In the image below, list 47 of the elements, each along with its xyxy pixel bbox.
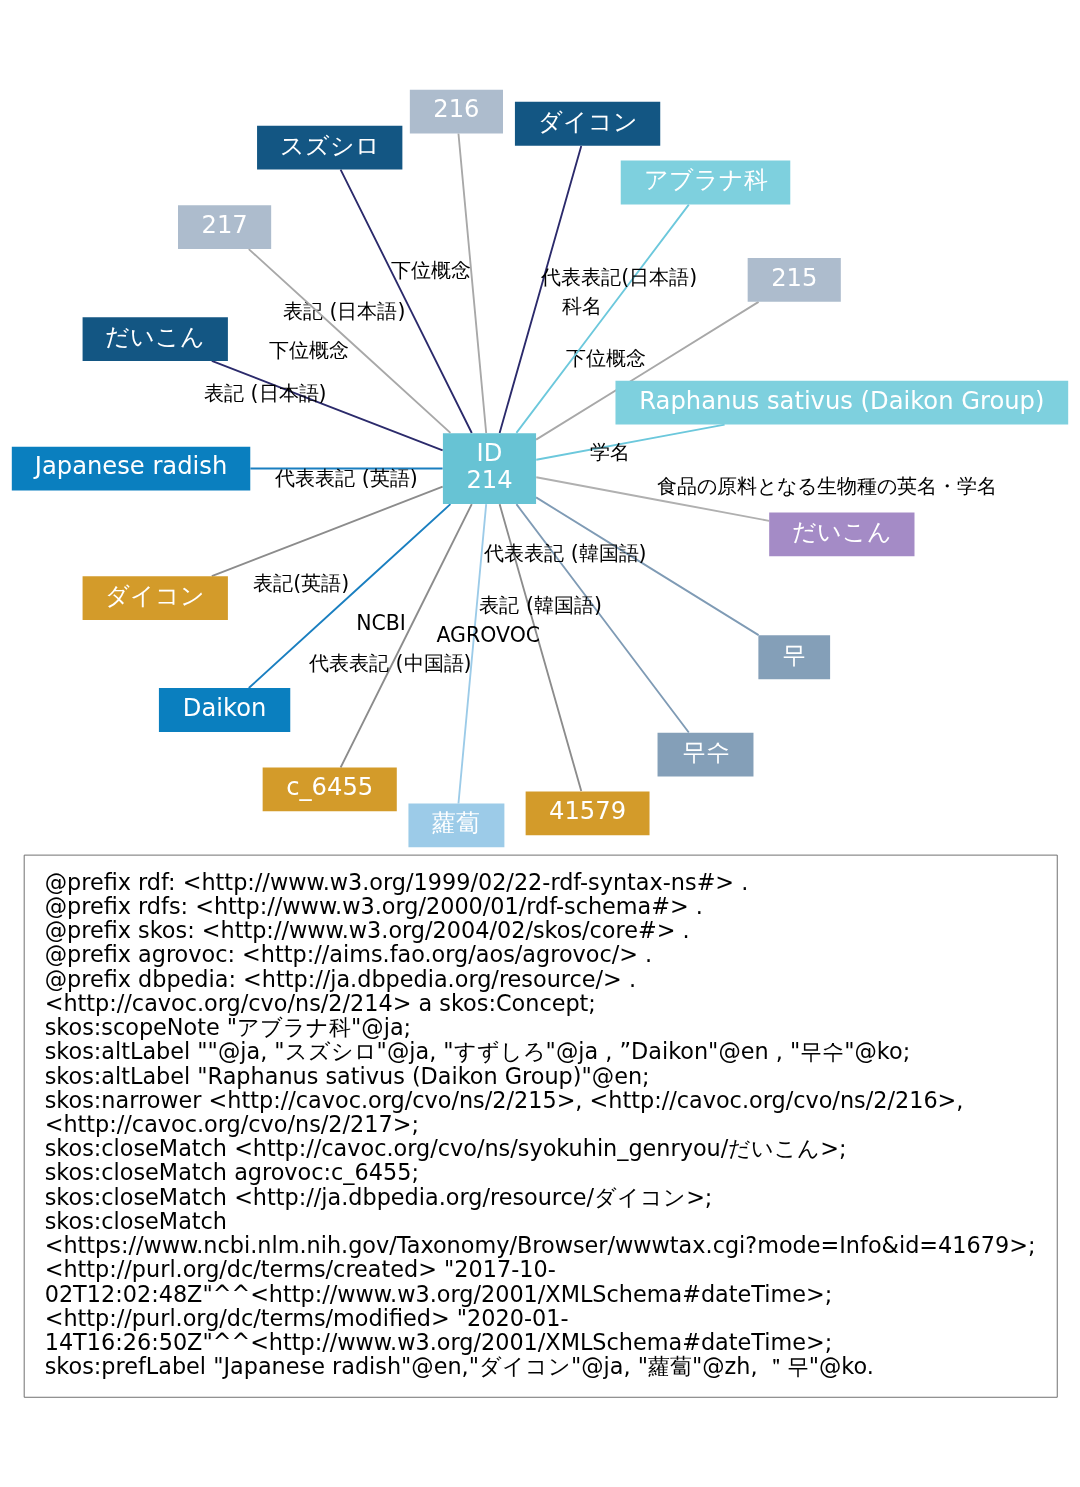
node-box: だいこん [82, 317, 228, 361]
connector [498, 145, 583, 434]
connector [535, 476, 771, 522]
edge-label: 科名 [562, 293, 603, 318]
connector [247, 248, 452, 434]
node-box: ダイコン [514, 101, 661, 146]
edge-label: 下位概念 [268, 338, 349, 363]
node-box: 41579 [525, 791, 650, 836]
node-box: だいこん [769, 512, 915, 557]
node-box: ID 214 [442, 433, 537, 504]
edge-label: NCBI [356, 610, 406, 635]
connector [457, 503, 488, 805]
connector [249, 467, 444, 470]
node-box: Daikon [158, 688, 291, 732]
edge-label: 表記 (日本語) [283, 298, 406, 323]
node-box: ダイコン [82, 576, 228, 620]
connector [339, 503, 473, 769]
node-box: Japanese radish [11, 446, 251, 491]
connector [498, 503, 583, 792]
connector [515, 503, 690, 734]
edge-label: 表記 (韓国語) [479, 593, 602, 618]
edge-label: 代表表記 (韓国語) [484, 541, 647, 566]
node-box: アブラナ科 [620, 160, 791, 205]
node-box: 217 [178, 205, 272, 249]
edge-label: 下位概念 [391, 258, 472, 283]
node-box: Raphanus sativus (Daikon Group) [615, 380, 1069, 425]
edge-label: 表記(英語) [253, 571, 350, 596]
node-box: 蘿蔔 [408, 803, 505, 848]
edge-label: AGROVOC [436, 622, 541, 647]
connector [515, 203, 690, 434]
edge-label: 代表表記 (中国語) [309, 651, 472, 676]
node-box: 무수 [657, 732, 754, 777]
node-box: 216 [409, 89, 503, 134]
node-box: c_6455 [262, 767, 397, 812]
node-box: スズシロ [257, 125, 403, 170]
edge-label: 代表表記 (英語) [275, 465, 418, 490]
connector [535, 496, 760, 637]
connector [210, 485, 444, 578]
connector [247, 503, 452, 689]
connector [339, 168, 473, 434]
connector [210, 360, 444, 452]
edge-label: 食品の原料となる生物種の英名・学名 [656, 474, 997, 499]
node-box: 215 [747, 257, 841, 302]
node-box: 무 [758, 635, 831, 680]
connector [457, 132, 488, 434]
connector [535, 301, 760, 441]
node-box: @prefix rdf: <http://www.w3.org/1999/02/22-rdf-syntax-ns#> . @prefix rdfs: <http://www.w3.org/2000/01/rdf-schema#> . @prefix skos: <http://www.w3.org/2004/02/skos/core#> . @prefix agrovoc: <http://aims.fao.org/aos/agrovoc/> . @prefix dbpedia: <http://ja.dbpedia.org/resource/> . <http://cavoc.org/cvo/ns/2/214> a skos:Concept; skos:scopeNote "アブラナ科"@ja; skos:altLabel ""@ja, "スズシロ"@ja, "すずしろ"@ja , ”Daikon"@en , "무수"@ko; skos:altLabel "Raphanus sativus (Daikon Group)"@en; skos:narrower <http://cavoc.org/cvo/ns/2/215>, <http://cavoc.org/cvo/ns/2/216>, <http://cavoc.org/cvo/ns/2/217>; skos:closeMatch <http://cavoc.org/cvo/ns/syokuhin_genryou/だいこん>; skos:closeMatch agrovoc:c_6455; skos:closeMatch <http://ja.dbpedia.org/resource/ダイコン>; skos:closeMatch <https://www.ncbi.nlm.nih.gov/Taxonomy/Browser/wwwtax.cgi?mode=Info&id=41679>; <http://purl.org/dc/terms/created> "2017-10- 02T12:02:48Z"^^<http://www.w3.org/2001/XMLSchema#dateTime>; <http://purl.org/dc/terms/modified> "2020-01- 14T16:26:50Z"^^<http://www.w3.org/2001/XMLSchema#dateTime>; skos:prefLabel "Japanese radish"@en,"ダイコン"@ja, "蘿蔔"@zh, ＂무"@ko. [23, 854, 1058, 1398]
